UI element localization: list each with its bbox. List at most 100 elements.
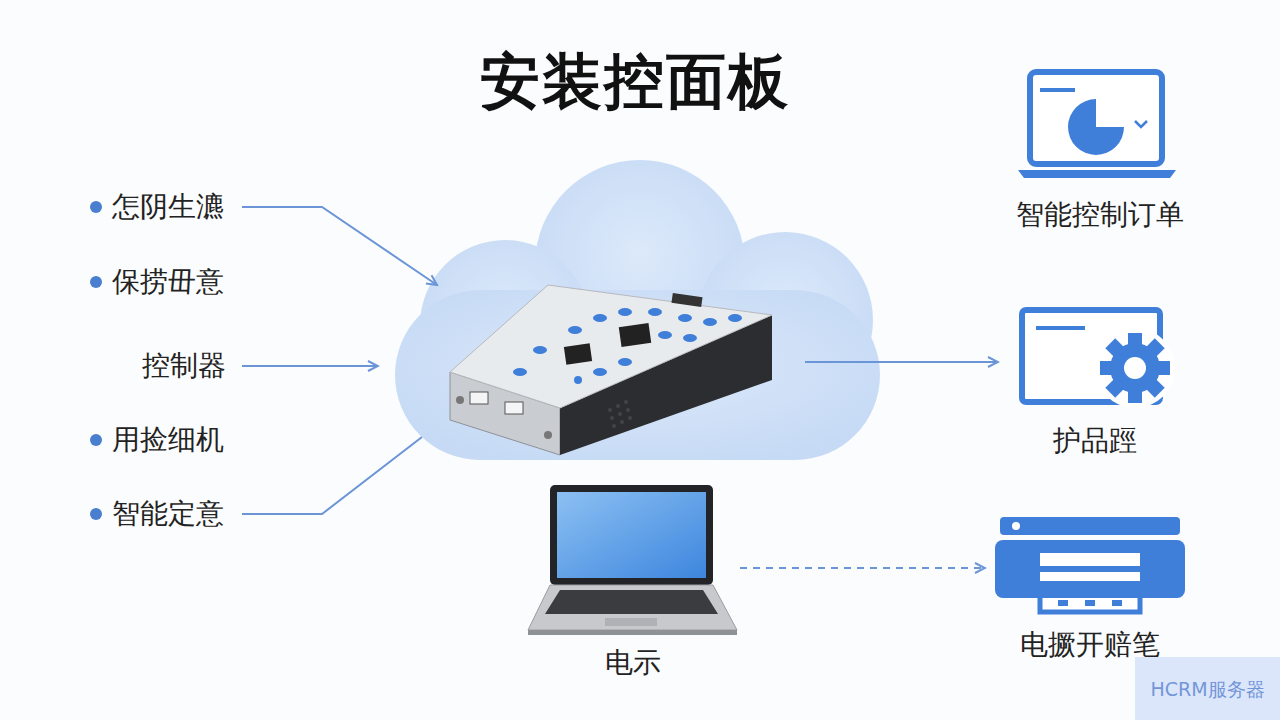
controller-device (544, 431, 552, 439)
printer-icon (1112, 600, 1122, 606)
node-label-box: 护品踁 (1000, 424, 1190, 458)
chart-window-icon (1141, 76, 1146, 81)
controller-device (456, 396, 464, 404)
node-label: 智能控制订单 (1016, 198, 1184, 232)
laptop-illustration (528, 485, 737, 635)
chart-window-icon (1135, 121, 1147, 127)
cloud-shape (395, 160, 880, 460)
chart-window-icon (1151, 76, 1156, 81)
controller-device (564, 343, 592, 364)
chart-window-icon (1131, 76, 1136, 81)
controller-device (678, 314, 692, 322)
printer-icon-node: 电撅开赔笔 (985, 510, 1195, 668)
settings-window-icon (1110, 343, 1160, 393)
item-label: 智能定意 (112, 497, 224, 531)
list-item: 怎阴生瀌 (112, 190, 224, 224)
node-label: 护品踁 (1053, 424, 1137, 458)
leader-line (805, 361, 998, 363)
controller-device (618, 412, 622, 416)
watermark-box: HCRM服务器 (1135, 657, 1280, 720)
controller-device (513, 308, 742, 384)
list-item: 保捞毌意 (112, 265, 224, 299)
controller-device (470, 392, 488, 404)
printer-icon (1040, 598, 1140, 612)
laptop-illustration (557, 492, 706, 578)
node-label-box: 智能控制订单 (995, 198, 1205, 232)
settings-window-icon (1100, 333, 1170, 403)
laptop-illustration (550, 485, 713, 585)
settings-window-icon (1036, 326, 1085, 330)
controller-device (608, 400, 632, 428)
bullet-dot (90, 201, 102, 213)
controller-device (533, 346, 547, 354)
controller-device (608, 408, 612, 412)
controller-device (450, 285, 772, 408)
title-box: 安装控面板 (0, 45, 1270, 117)
controller-device (626, 408, 630, 412)
item-label: 用捡细机 (112, 423, 224, 457)
settings-icon-node: 护品踁 (1000, 300, 1190, 464)
node-label-box: 电撅开赔笔 (985, 628, 1195, 662)
printer-icon (1000, 517, 1180, 535)
printer-icon (995, 540, 1185, 598)
printer-icon (1085, 600, 1095, 606)
printer-icon (1058, 600, 1068, 606)
leader-line (242, 437, 422, 514)
controller-device (703, 318, 717, 326)
laptop-node: 电示 (525, 478, 740, 688)
controller-device (628, 416, 632, 420)
controller-device (593, 314, 607, 322)
bullet-dot (90, 434, 102, 446)
controller-device (683, 334, 697, 342)
dashed-arrow (740, 567, 985, 569)
bullet-dot (90, 201, 102, 520)
laptop-illustration (545, 590, 718, 614)
node-label: 电示 (605, 646, 661, 680)
controller-device (618, 308, 632, 316)
settings-window-icon (1124, 357, 1146, 379)
laptop-illustration (605, 618, 657, 626)
controller-device (624, 400, 628, 404)
settings-window-icon (1022, 310, 1175, 408)
list-item: 智能定意 (112, 497, 224, 531)
laptop-illustration (528, 630, 737, 635)
controller-device (513, 368, 527, 376)
controller-device (620, 420, 624, 424)
printer-icon (1040, 553, 1140, 566)
diagram-title: 安装控面板 (0, 45, 1270, 117)
list-item: 用捡细机 (112, 423, 224, 457)
list-item: 控制器 (142, 349, 226, 383)
chart-icon-node: 智能控制订单 (995, 62, 1205, 238)
settings-window-icon (1095, 328, 1175, 408)
controller-device (648, 308, 662, 316)
controller-device (610, 416, 614, 420)
controller-device (450, 285, 772, 455)
controller-device (593, 368, 607, 376)
controller-device (505, 402, 523, 414)
printer-icon (1012, 522, 1020, 530)
printer-icon (995, 517, 1185, 612)
settings-window-icon (1022, 310, 1160, 402)
printer-icon (1040, 572, 1140, 581)
item-label: 保捞毌意 (112, 265, 224, 299)
item-label: 控制器 (142, 349, 226, 383)
connector-group (740, 568, 985, 569)
chart-window-icon (1040, 88, 1075, 92)
chart-window-icon (1018, 72, 1176, 178)
controller-device (618, 358, 632, 366)
leader-line (242, 365, 378, 367)
node-label-box: 电示 (525, 646, 740, 680)
controller-device (728, 314, 742, 322)
controller-device (658, 331, 672, 339)
leader-line (242, 207, 998, 514)
controller-device (574, 376, 582, 384)
controller-device (671, 293, 702, 307)
bullet-dot (90, 276, 102, 288)
chart-window-icon (1068, 99, 1124, 155)
watermark-text: HCRM服务器 (1150, 677, 1264, 701)
node-label: 电撅开赔笔 (1020, 628, 1160, 662)
controller-device (619, 323, 651, 347)
chart-window-icon (1030, 72, 1162, 164)
leader-line (242, 207, 437, 285)
